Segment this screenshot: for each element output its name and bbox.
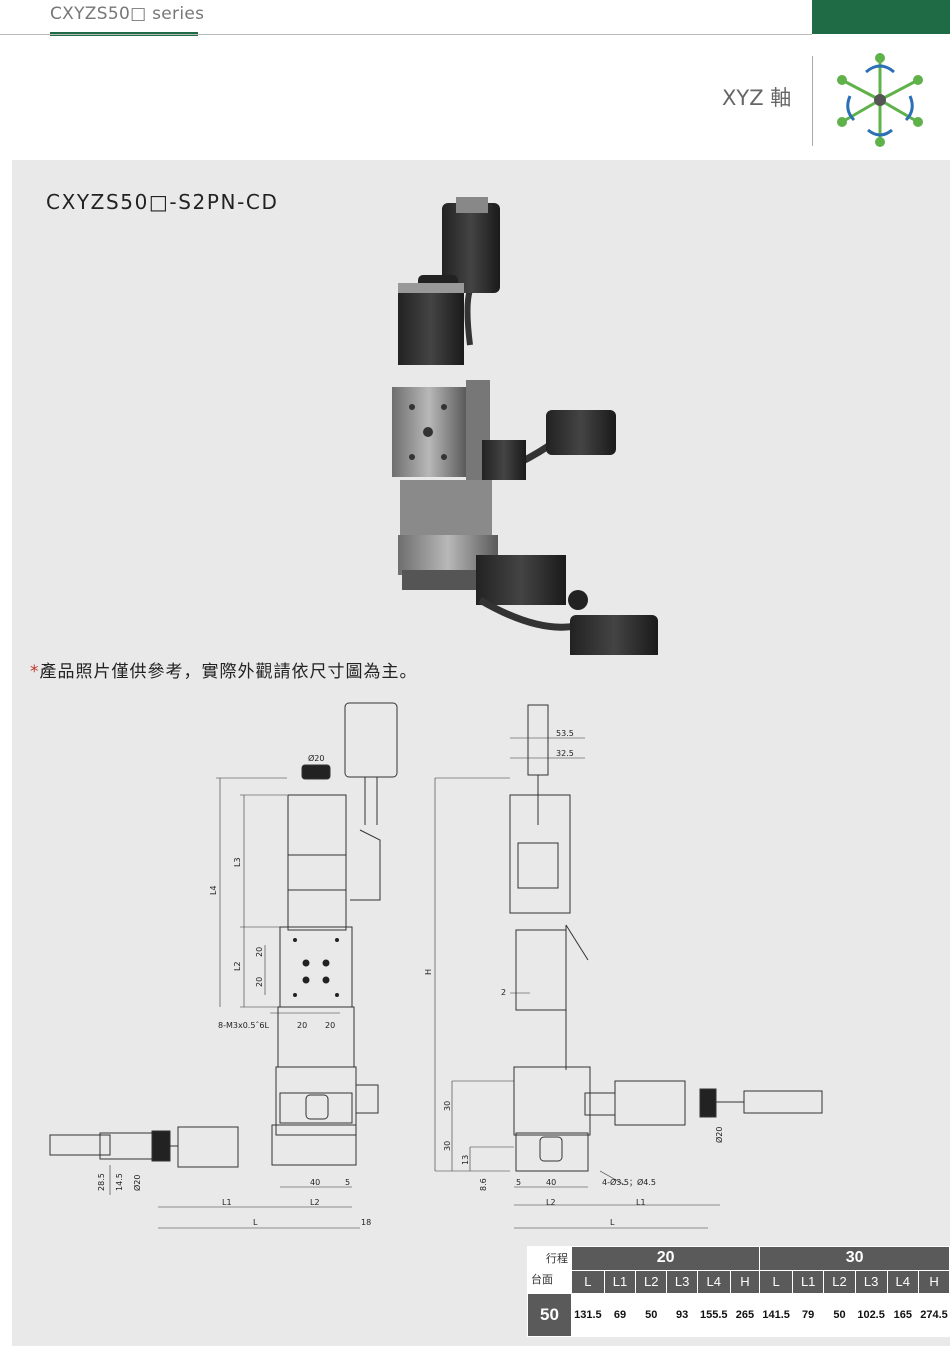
table-cell: 141.5	[759, 1293, 794, 1337]
table-caption: 台面	[531, 1274, 553, 1286]
label-40-right: 40	[546, 1178, 556, 1187]
label-13: 13	[461, 1155, 470, 1165]
label-5-left: 5	[345, 1178, 350, 1187]
xyz-axis-icon	[832, 50, 928, 154]
label-53-5: 53.5	[556, 729, 574, 738]
label-18: 18	[361, 1218, 371, 1227]
label-40-left: 40	[310, 1178, 320, 1187]
table-cell: 155.5	[696, 1293, 731, 1337]
col-header: H	[729, 1269, 761, 1294]
note-text: 產品照片僅供參考，實際外觀請依尺寸圖為主。	[39, 662, 418, 682]
label-2: 2	[501, 988, 506, 997]
col-header: L4	[696, 1269, 731, 1294]
label-20-vert-a: 20	[255, 947, 264, 957]
table-cell: 50	[635, 1293, 668, 1337]
stroke-header-30: 30	[759, 1246, 950, 1271]
stroke-caption: 行程	[545, 1253, 568, 1265]
label-5-right: 5	[516, 1178, 521, 1187]
col-header: L3	[854, 1269, 888, 1294]
series-title: CXYZS50□ series	[50, 4, 205, 24]
label-phi20-bottom: Ø20	[132, 1175, 142, 1191]
label-l1-left: L1	[222, 1198, 232, 1207]
label-14-5: 14.5	[115, 1173, 124, 1191]
label-l-left: L	[253, 1218, 258, 1227]
header-green-block	[812, 0, 950, 34]
note-asterisk: *	[30, 662, 40, 682]
label-20-horiz-b: 20	[325, 1021, 335, 1030]
label-l1-right: L1	[636, 1198, 646, 1207]
label-28-5: 28.5	[97, 1173, 106, 1191]
model-name: CXYZS50□-S2PN-CD	[46, 190, 279, 214]
col-header: L2	[823, 1269, 856, 1294]
label-30-b: 30	[443, 1141, 452, 1151]
label-20-horiz-a: 20	[297, 1021, 307, 1030]
table-cell: 165	[886, 1293, 920, 1337]
table-cell: 274.5	[918, 1293, 950, 1337]
dimension-drawings: Ø20 L4 L3 L2 20 20 8-M3x0.5ˆ6L 20 20 40 …	[49, 702, 823, 1229]
axis-label: XYZ 軸	[722, 86, 792, 110]
stroke-header-20: 20	[570, 1246, 761, 1271]
label-l2-right: L2	[546, 1198, 556, 1207]
table-cell: 93	[666, 1293, 698, 1337]
photo-disclaimer: *產品照片僅供參考，實際外觀請依尺寸圖為主。	[30, 657, 418, 682]
header-rule	[0, 34, 812, 35]
label-30-a: 30	[443, 1101, 452, 1111]
label-32-5: 32.5	[556, 749, 574, 758]
axis-divider	[812, 56, 813, 146]
col-header: L4	[886, 1269, 920, 1294]
label-screws: 8-M3x0.5ˆ6L	[218, 1020, 270, 1030]
table-cell: 69	[603, 1293, 637, 1337]
col-header: L1	[792, 1269, 825, 1294]
label-l-right: L	[610, 1218, 615, 1227]
col-header: L2	[635, 1269, 668, 1294]
col-header: L1	[603, 1269, 637, 1294]
col-header: H	[918, 1269, 950, 1294]
label-l3: L3	[233, 857, 242, 867]
table-cell: 131.5	[570, 1293, 605, 1337]
table-cell: 50	[823, 1293, 856, 1337]
table-cell: 79	[792, 1293, 825, 1337]
label-phi20: Ø20	[308, 753, 324, 763]
label-20-vert-b: 20	[255, 977, 264, 987]
label-l4: L4	[209, 885, 218, 895]
label-l2-left: L2	[233, 961, 242, 971]
label-l2-bottom-left: L2	[310, 1198, 320, 1207]
table-cell: 265	[729, 1293, 761, 1337]
table-cell: 102.5	[854, 1293, 888, 1337]
label-h: H	[424, 969, 433, 975]
col-header: L	[759, 1269, 794, 1294]
label-phi20-right: Ø20	[714, 1127, 724, 1143]
label-holes: 4-Ø3.5；Ø4.5	[602, 1177, 656, 1187]
product-photo	[370, 195, 670, 660]
row-header-50: 50	[527, 1293, 572, 1337]
label-8-6: 8.6	[479, 1178, 488, 1191]
spec-corner-cell: 行程 台面	[527, 1246, 572, 1294]
spec-table: 行程 台面 20 30 L L1 L2 L3 L4 H L L1 L2 L3 L…	[527, 1246, 950, 1337]
col-header: L	[570, 1269, 605, 1294]
col-header: L3	[666, 1269, 698, 1294]
